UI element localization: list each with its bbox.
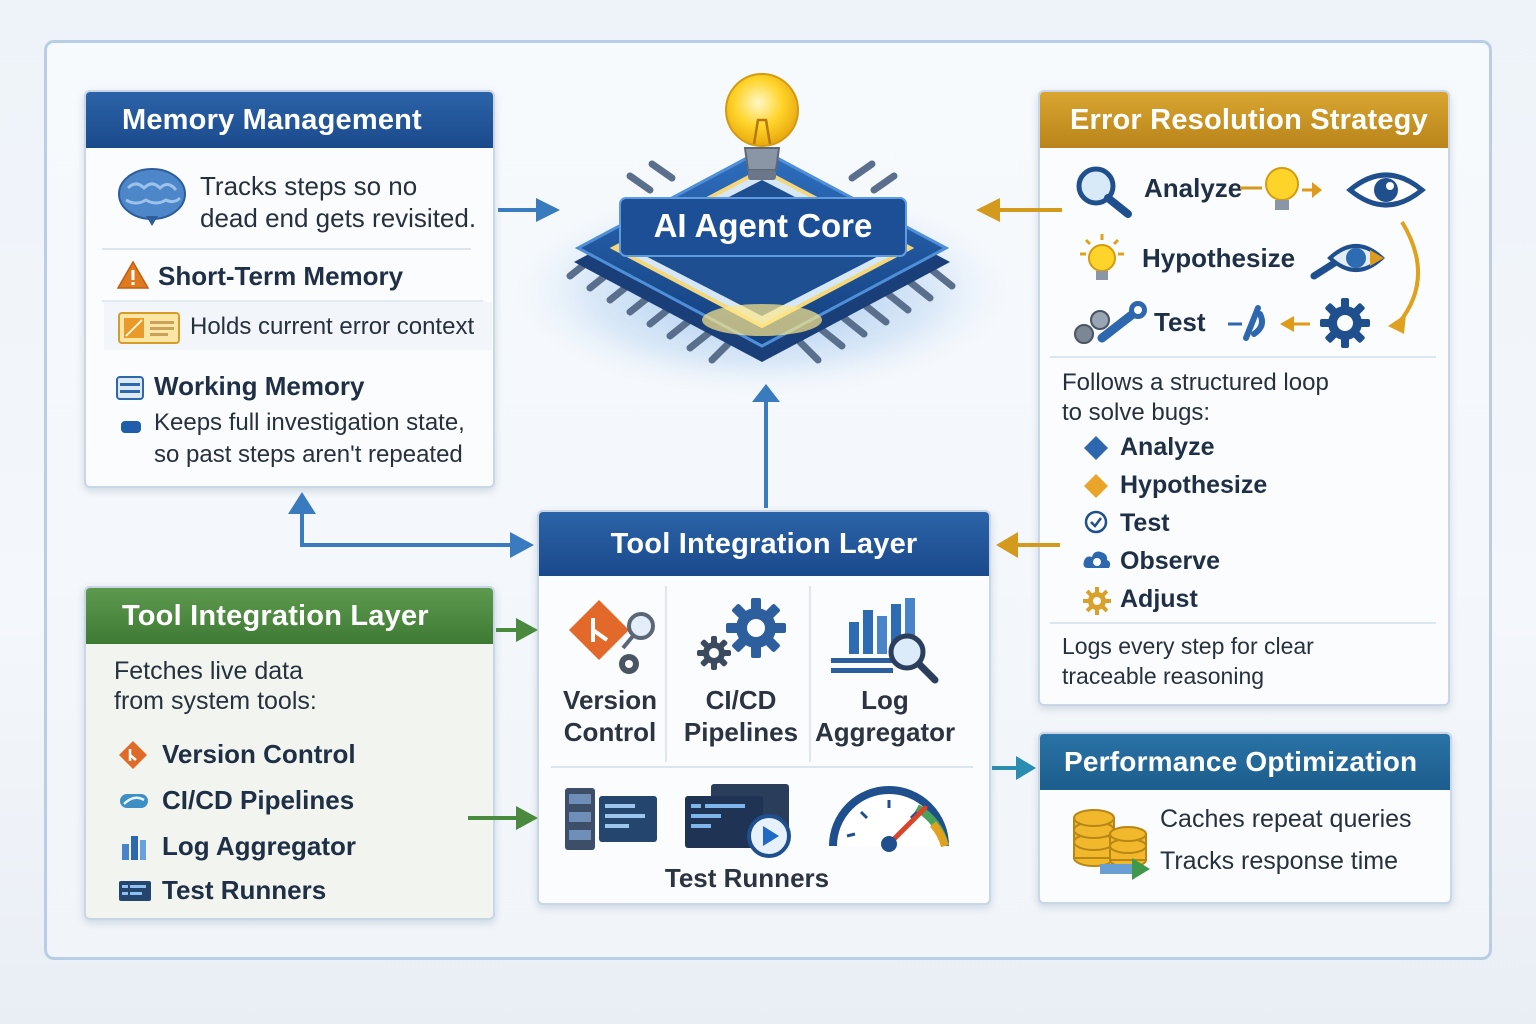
eye-icon (1346, 172, 1426, 208)
error-footer-line1: Logs every step for clear (1062, 633, 1314, 659)
working-memory-bullet-icon (121, 421, 141, 433)
tool-integration-center-panel: Tool Integration Layer Version Control (537, 510, 991, 905)
memory-divider-1 (102, 248, 471, 250)
tool-integration-left-title: Tool Integration Layer (86, 588, 493, 644)
step-analyze-label: Analyze (1120, 433, 1215, 461)
memory-divider-2 (102, 300, 483, 302)
step-adjust-label: Adjust (1120, 585, 1198, 613)
brain-icon (118, 168, 186, 226)
loop-test-label: Test (1154, 307, 1206, 337)
tools-left-item-test-runners: Test Runners (162, 875, 327, 905)
diamond-blue-icon (1084, 436, 1108, 460)
error-divider-1 (1050, 356, 1436, 358)
step-observe-label: Observe (1120, 547, 1221, 575)
tile-log-line1: Log (861, 685, 909, 715)
working-memory-label: Working Memory (154, 371, 365, 401)
tools-left-desc-line1: Fetches live data (114, 657, 303, 685)
tools-left-item-log-aggregator: Log Aggregator (162, 831, 357, 861)
tile-version-control-line2: Control (563, 717, 657, 747)
tools-left-item-version-control: Version Control (162, 739, 356, 769)
error-desc-line2: to solve bugs: (1062, 399, 1211, 426)
loop-hypothesize-label: Hypothesize (1142, 243, 1296, 273)
test-player-icon (685, 784, 791, 858)
hypothesis-bulb-icon (1080, 234, 1124, 280)
loop-curve-arrow (1388, 220, 1421, 334)
performance-title: Performance Optimization (1040, 734, 1450, 790)
working-memory-desc-line1: Keeps full investigation state, (154, 409, 465, 436)
tools-left-item-cicd: CI/CD Pipelines (162, 785, 355, 815)
coins-cache-icon (1073, 809, 1150, 880)
tool-integration-center-title: Tool Integration Layer (539, 512, 989, 576)
server-list-icon (565, 788, 657, 850)
tools-left-desc-line2: from system tools: (114, 687, 317, 715)
tile-cicd-line1: CI/CD (705, 685, 777, 715)
short-term-memory-label: Short-Term Memory (158, 261, 404, 291)
memory-desc-line1: Tracks steps so no (200, 171, 418, 201)
tile-cicd-line2: Pipelines (683, 717, 799, 747)
gear-icon (1320, 298, 1370, 348)
step-test-label: Test (1120, 509, 1170, 537)
cicd-gears-icon (697, 598, 786, 670)
error-divider-2 (1050, 622, 1436, 624)
step-hypothesize-label: Hypothesize (1120, 471, 1268, 499)
warning-icon (116, 260, 150, 289)
tile-version-control-line1: Version (563, 685, 657, 715)
diamond-gold-icon (1084, 474, 1108, 498)
error-resolution-title: Error Resolution Strategy (1040, 92, 1448, 148)
lightbulb-icon (1240, 167, 1322, 210)
context-card-icon (118, 312, 180, 344)
tools-center-bottom-label: Test Runners (664, 863, 830, 893)
search-eye-icon (1310, 244, 1385, 280)
performance-panel: Performance Optimization Caches repeat q… (1038, 732, 1452, 904)
memory-management-title: Memory Management (86, 92, 493, 148)
git-icon (119, 741, 147, 769)
tool-integration-left-panel: Tool Integration Layer Fetches live data… (84, 586, 495, 920)
bar-chart-icon (122, 836, 146, 860)
gauge-icon (829, 786, 949, 852)
pipeline-icon (120, 794, 148, 808)
loop-analyze-label: Analyze (1144, 173, 1243, 203)
memory-management-panel: Memory Management Tracks steps so no dea… (84, 90, 495, 488)
error-footer-line2: traceable reasoning (1062, 663, 1265, 689)
working-memory-icon (116, 376, 144, 400)
performance-line2: Tracks response time (1160, 847, 1399, 875)
tile-divider-v2 (809, 586, 811, 762)
ai-agent-core-label: AI Agent Core (653, 207, 873, 244)
error-desc-line1: Follows a structured loop (1062, 369, 1329, 396)
error-resolution-panel: Error Resolution Strategy Analyze Hypoth… (1038, 90, 1450, 706)
adjust-gear-icon (1083, 587, 1111, 615)
short-term-memory-desc: Holds current error context (190, 313, 475, 340)
wrench-icon (1228, 305, 1310, 341)
magnifier-icon (1076, 166, 1132, 218)
check-circle-icon (1084, 510, 1108, 534)
performance-line1: Caches repeat queries (1160, 805, 1412, 833)
cloud-icon (1083, 551, 1111, 568)
test-runner-icon (119, 881, 151, 901)
tile-divider-h (551, 766, 973, 768)
working-memory-desc-line2: so past steps aren't repeated (154, 441, 463, 468)
tile-log-line2: Aggregator (815, 717, 956, 747)
ai-agent-core-chip (512, 73, 1012, 395)
version-control-icon (569, 600, 655, 674)
tile-divider-v1 (665, 586, 667, 762)
test-tools-icon (1074, 301, 1147, 344)
memory-desc-line2: dead end gets revisited. (200, 203, 477, 233)
log-aggregator-icon (831, 598, 939, 684)
